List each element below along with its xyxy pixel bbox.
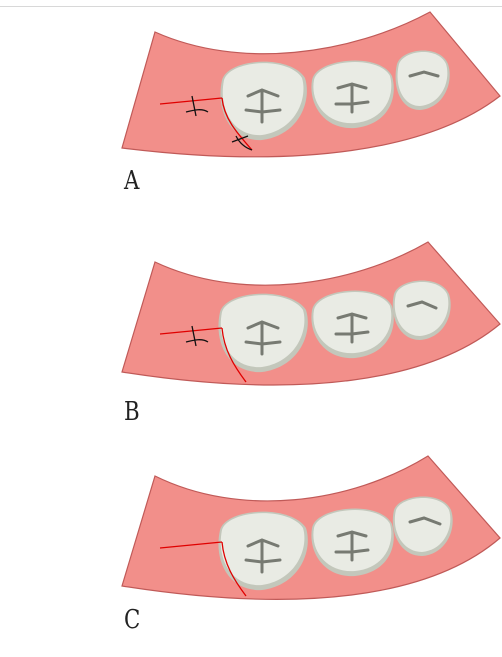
panel-label: C — [124, 605, 140, 635]
panel-b-drawing — [0, 232, 502, 437]
panel-label: B — [124, 397, 140, 427]
panel-a-drawing — [0, 0, 502, 205]
panel-c: C — [0, 452, 502, 657]
panel-label: A — [124, 166, 139, 196]
panel-b: B — [0, 232, 502, 437]
panel-a: A — [0, 0, 502, 205]
panel-c-drawing — [0, 452, 502, 657]
